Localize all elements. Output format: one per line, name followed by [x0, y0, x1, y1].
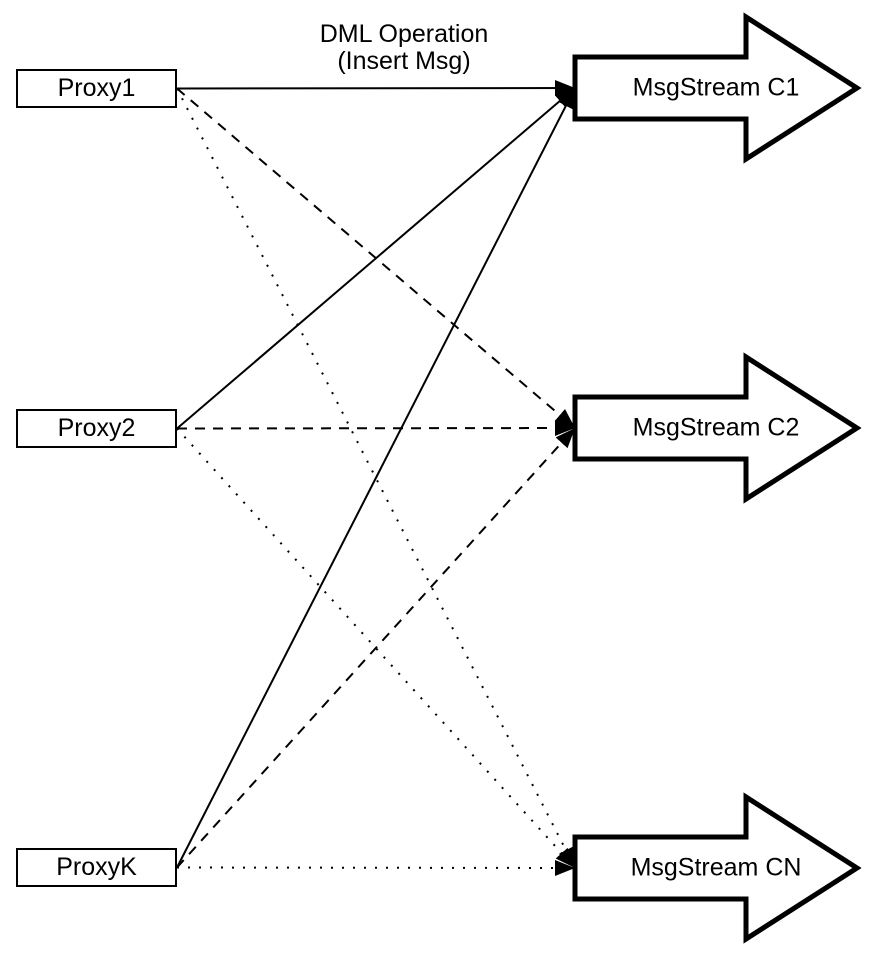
proxy-label: Proxy2: [57, 414, 136, 442]
stream-label-c2: MsgStream C2: [632, 413, 800, 442]
proxy-box-proxy1: Proxy1: [16, 69, 177, 108]
diagram-title: DML Operation (Insert Msg): [320, 21, 489, 75]
edges-layer: [176, 80, 576, 876]
msgstream-arrow-c2: [572, 352, 862, 504]
edge-proxy2-c2: [176, 420, 576, 437]
streams-layer: [572, 12, 862, 944]
proxy-box-proxy2: Proxy2: [16, 409, 177, 448]
edge-proxy2-c1: [176, 87, 576, 430]
msgstream-arrow-c1: [572, 12, 862, 164]
proxy-box-proxyk: ProxyK: [16, 848, 177, 887]
title-line-2: (Insert Msg): [337, 47, 471, 75]
edge-proxyk-c2: [176, 427, 576, 869]
edge-proxyk-cn: [176, 859, 576, 876]
edge-proxy1-c1: [176, 80, 576, 97]
stream-label-c1: MsgStream C1: [632, 73, 800, 102]
edge-proxyk-c1: [176, 87, 576, 868]
proxy-label: Proxy1: [57, 74, 136, 102]
proxy-label: ProxyK: [56, 853, 137, 881]
title-line-1: DML Operation: [319, 20, 489, 48]
msgstream-arrow-cn: [572, 792, 862, 944]
stream-label-cn: MsgStream CN: [630, 853, 802, 882]
